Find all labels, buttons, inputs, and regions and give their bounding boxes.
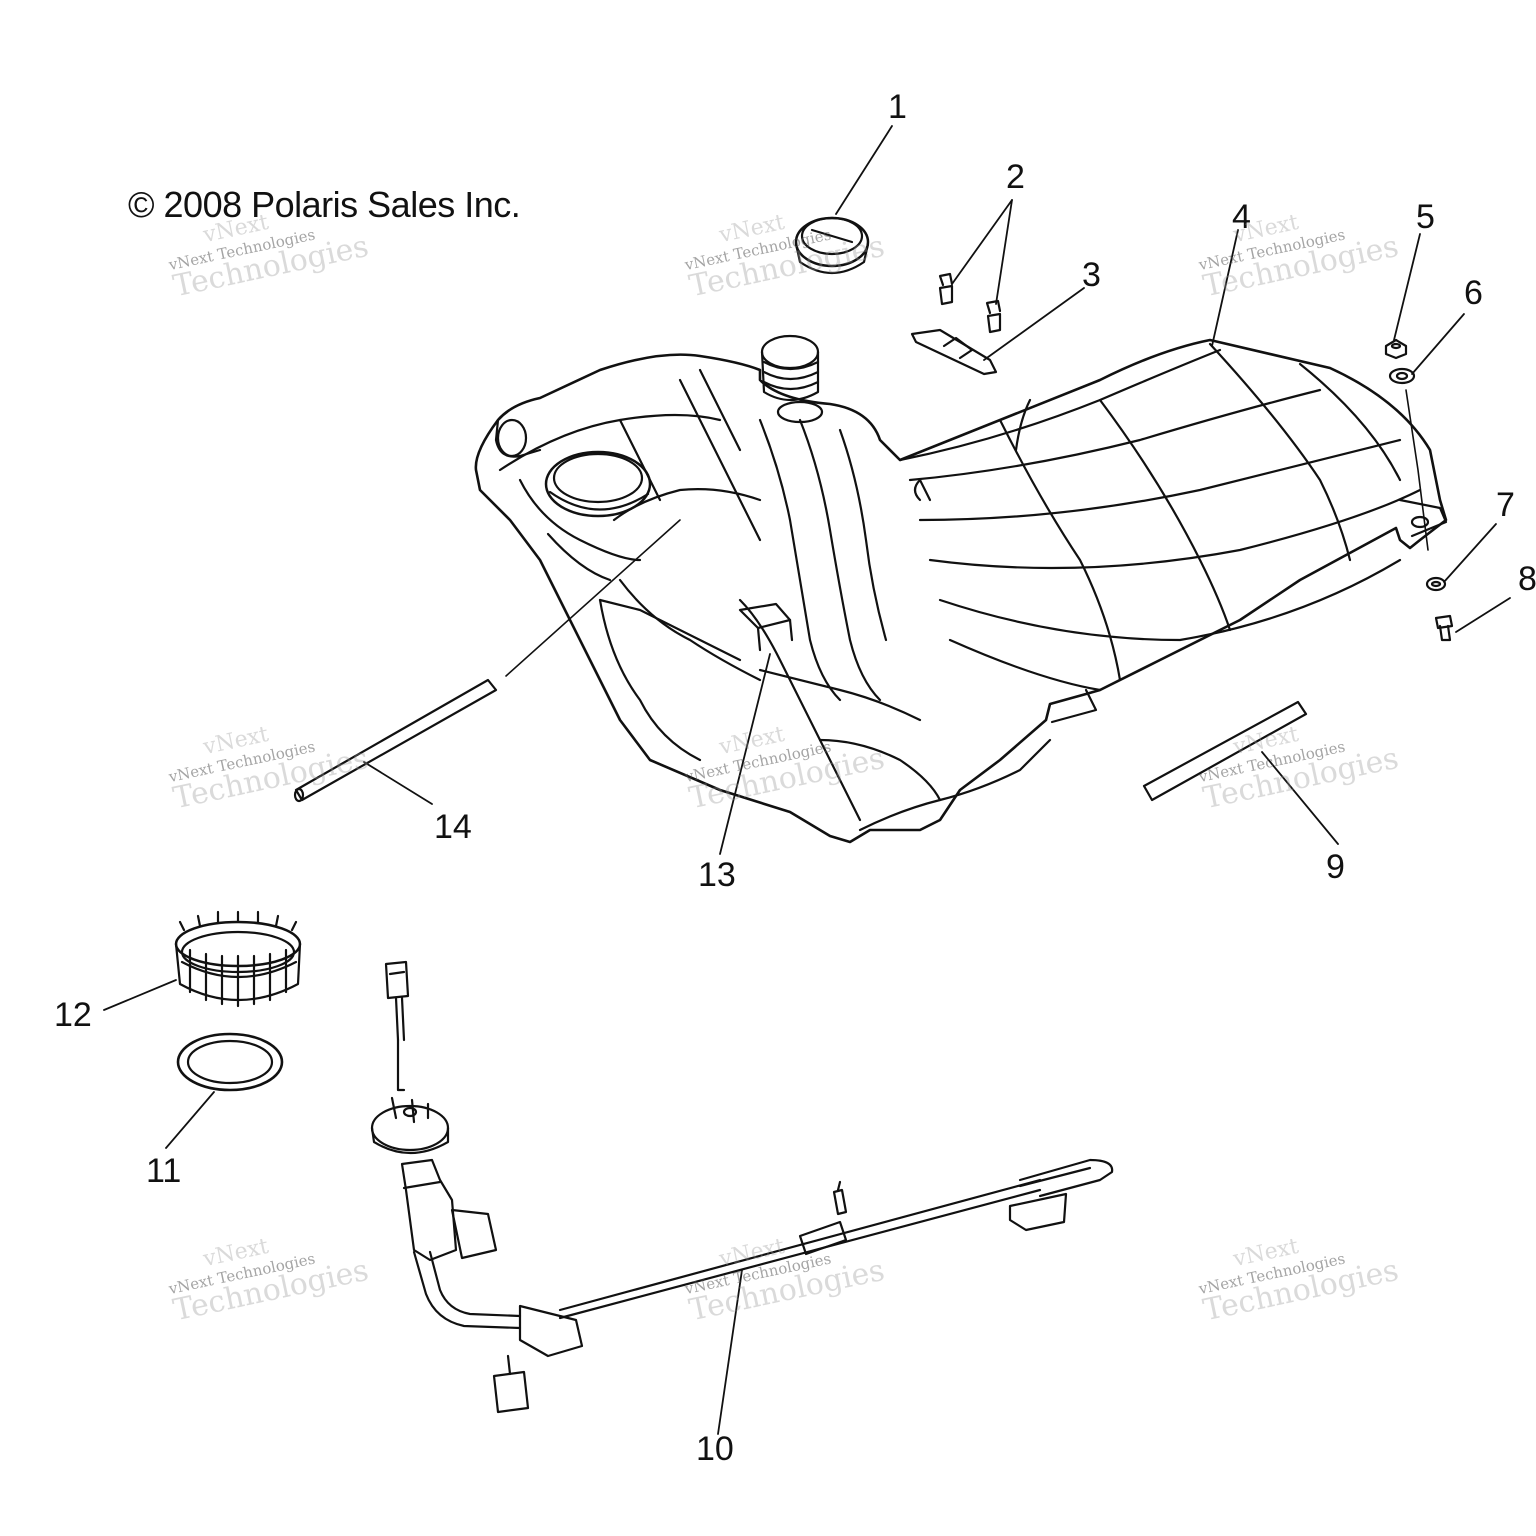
grommet-part <box>1425 576 1447 592</box>
callout-1: 1 <box>888 88 907 126</box>
fuel-pump-assembly-part <box>370 960 1114 1414</box>
callout-2: 2 <box>1006 158 1025 196</box>
leader-lines <box>103 125 1511 1435</box>
callout-14: 14 <box>434 808 472 846</box>
callout-12: 12 <box>54 996 92 1034</box>
callout-11: 11 <box>146 1152 182 1190</box>
vent-tube-part <box>293 678 498 803</box>
callout-4: 4 <box>1232 198 1251 236</box>
callout-8: 8 <box>1518 560 1536 598</box>
callout-6: 6 <box>1464 274 1483 312</box>
callout-13: 13 <box>698 856 736 894</box>
washer-part <box>1388 367 1416 385</box>
strap-part <box>1142 700 1308 802</box>
copyright-notice: © 2008 Polaris Sales Inc. <box>128 184 521 225</box>
nut-part <box>1384 338 1408 360</box>
fuel-cap-part <box>794 216 870 274</box>
callout-9: 9 <box>1326 848 1345 886</box>
callout-5: 5 <box>1416 198 1435 236</box>
gasket-part <box>176 1032 284 1092</box>
fastener-axis <box>1405 389 1429 551</box>
lock-ring-part <box>174 910 302 1008</box>
bracket-part <box>910 328 998 376</box>
callout-10: 10 <box>696 1430 734 1468</box>
callout-3: 3 <box>1082 256 1101 294</box>
bolts-part <box>938 272 1002 334</box>
callout-7: 7 <box>1496 486 1515 524</box>
fuel-tank-part <box>474 334 1448 844</box>
bolt-part <box>1434 614 1454 642</box>
tube-route-line <box>505 519 681 677</box>
